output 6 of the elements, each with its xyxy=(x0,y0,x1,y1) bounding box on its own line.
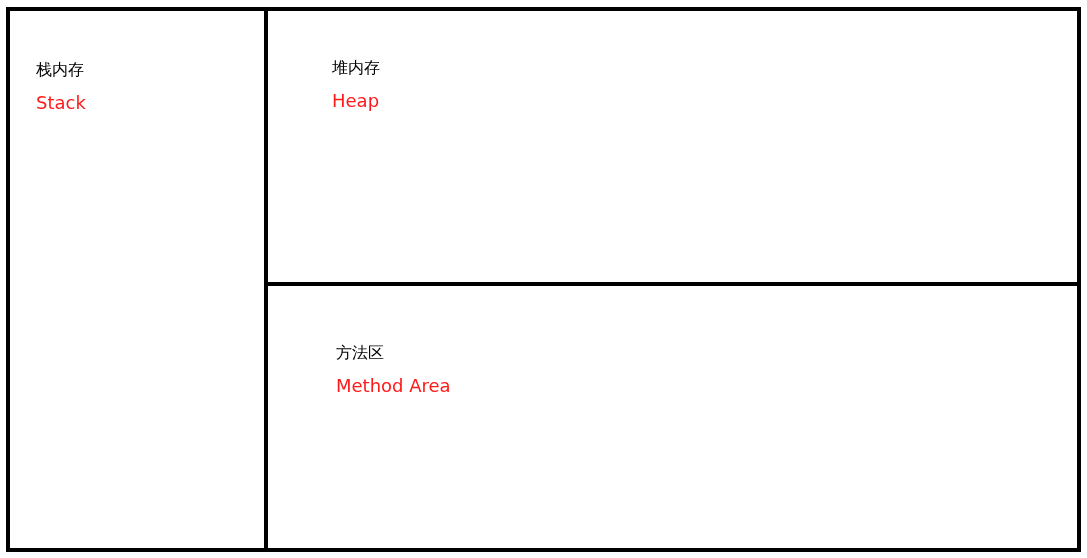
region-subtitle: Heap xyxy=(332,90,380,112)
region-title: 栈内存 xyxy=(36,60,84,80)
region-subtitle: Method Area xyxy=(336,375,451,397)
region-subtitle: Stack xyxy=(36,92,86,114)
region-title: 方法区 xyxy=(336,343,384,363)
region-title: 堆内存 xyxy=(332,58,380,78)
